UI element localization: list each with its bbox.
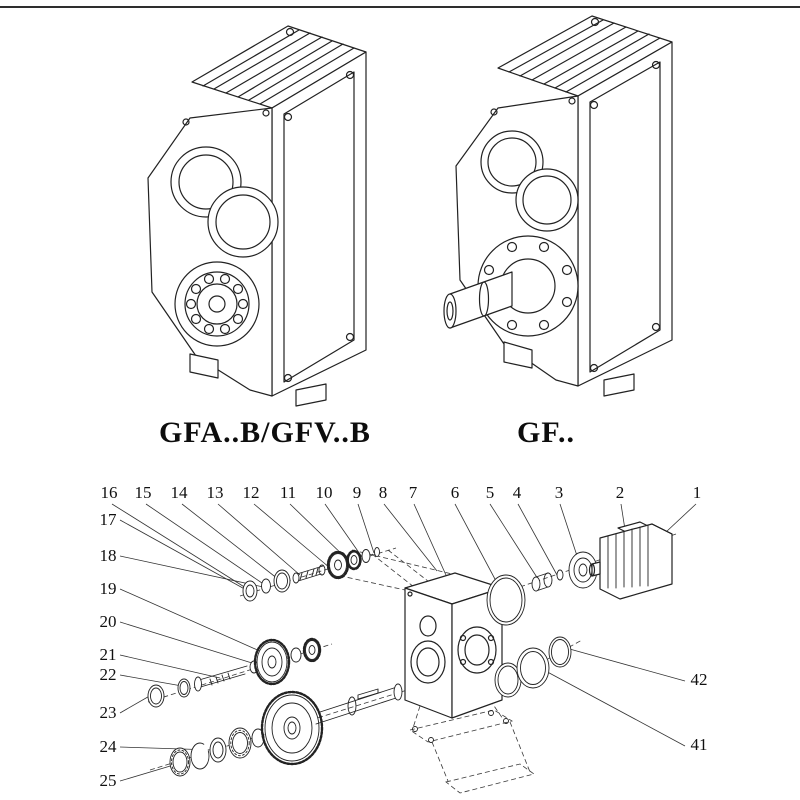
- callout-5: 5: [486, 483, 495, 502]
- callout-41: 41: [691, 735, 708, 754]
- callout-16: 16: [101, 483, 118, 502]
- callout-15: 15: [135, 483, 152, 502]
- callout-42: 42: [691, 670, 708, 689]
- retaining-rings: [494, 636, 572, 698]
- input-shaft-parts: [242, 547, 380, 602]
- eye-screw-icon: [590, 17, 600, 27]
- callout-17: 17: [100, 510, 118, 529]
- callout-12: 12: [243, 483, 260, 502]
- output-bearing: [174, 261, 260, 347]
- input-flange-parts: [486, 551, 598, 626]
- shaft-keyway: [357, 688, 379, 700]
- gearbox-drawing-gf: [443, 15, 673, 397]
- cover-plate-bolts: [412, 710, 509, 743]
- motor-assembly: [588, 521, 673, 600]
- callout-8: 8: [379, 483, 388, 502]
- callout-10: 10: [316, 483, 333, 502]
- mounting-foot: [295, 383, 327, 407]
- callout-1: 1: [693, 483, 702, 502]
- mounting-foot: [189, 353, 219, 379]
- callout-20: 20: [100, 612, 117, 631]
- exploded-parts-diagram: 16 15 14 13 12 11 10 9 8 7 6 5 4 3 2 1 1…: [100, 483, 708, 794]
- callout-23: 23: [100, 703, 117, 722]
- input-bores: [480, 130, 579, 232]
- mounting-foot: [603, 373, 635, 397]
- callout-4: 4: [513, 483, 522, 502]
- callout-14: 14: [171, 483, 189, 502]
- cover-plate: [409, 709, 535, 794]
- figure-label-gfa-b: GFA..B/GFV..B: [159, 416, 371, 449]
- page-top-border: [0, 6, 800, 8]
- gearbox-drawing-gfa-b: [147, 25, 367, 407]
- output-shaft: [443, 271, 513, 329]
- input-bores: [170, 146, 279, 258]
- callout-13: 13: [207, 483, 224, 502]
- callout-leader-lines: [111, 503, 697, 782]
- callout-numbers: 16 15 14 13 12 11 10 9 8 7 6 5 4 3 2 1 1…: [100, 483, 708, 790]
- callout-22: 22: [100, 665, 117, 684]
- callout-21: 21: [100, 645, 117, 664]
- callout-18: 18: [100, 546, 117, 565]
- callout-24: 24: [100, 737, 118, 756]
- figure-label-gf: GF..: [517, 416, 575, 449]
- callout-19: 19: [100, 579, 117, 598]
- eye-screw-icon: [285, 27, 295, 37]
- mounting-foot: [503, 341, 533, 369]
- callout-6: 6: [451, 483, 460, 502]
- callout-25: 25: [100, 771, 117, 790]
- intermediate-gear-parts: [147, 637, 322, 708]
- callout-7: 7: [409, 483, 418, 502]
- gearbox-housing: [404, 572, 503, 719]
- callout-11: 11: [280, 483, 296, 502]
- output-gear-parts: [169, 683, 403, 777]
- callout-9: 9: [353, 483, 362, 502]
- callout-3: 3: [555, 483, 564, 502]
- callout-2: 2: [616, 483, 625, 502]
